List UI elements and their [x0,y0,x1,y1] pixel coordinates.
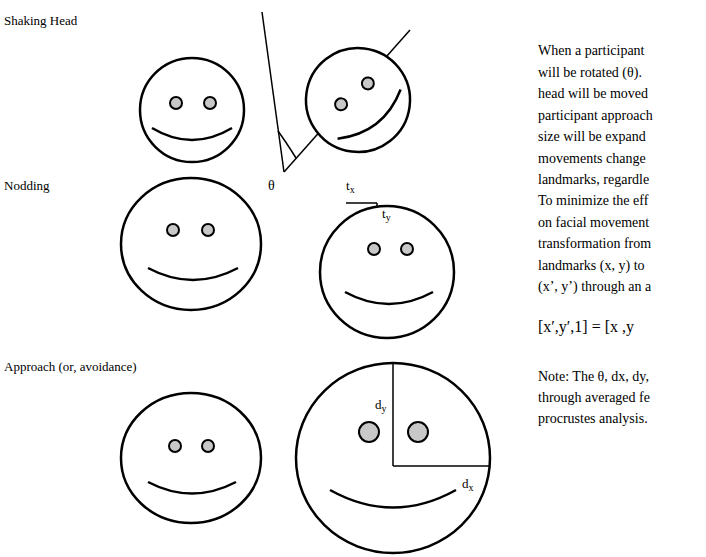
equation: [x′,y′,1] = [x ,y [538,318,634,336]
body-text: head will be moved [538,85,648,103]
body-text: participant approach [538,107,653,125]
translation-label: ty [382,205,391,223]
neutral-face [140,58,244,162]
body-text: movements change [538,150,646,168]
body-text: will be rotated (θ). [538,64,642,82]
neutral-face [121,393,261,523]
body-text: landmarks, regardle [538,171,649,189]
note-text: Note: The θ, dx, dy, [538,368,649,386]
body-text: When a participant [538,42,645,60]
scale-label: dx [462,475,474,493]
row-heading: Approach (or, avoidance) [4,358,137,376]
body-text: landmarks (x, y) to [538,257,645,275]
body-text: To minimize the eff [538,192,648,210]
scale-marker [393,363,490,466]
angle-label: θ [268,177,275,195]
body-text: (x’, y’) through an a [538,278,651,296]
rotated-face [285,27,431,173]
note-text: through averaged fe [538,389,650,407]
row-heading: Nodding [4,177,50,195]
row-heading: Shaking Head [4,12,77,30]
scale-label: dy [375,396,387,414]
body-text: size will be expand [538,128,646,146]
neutral-face [121,178,261,310]
body-text: transformation from [538,235,651,253]
translated-face [320,206,454,338]
note-text: procrustes analysis. [538,410,648,428]
scaled-face [296,363,490,553]
body-text: on facial movement [538,214,649,232]
translation-label: tx [346,177,355,195]
